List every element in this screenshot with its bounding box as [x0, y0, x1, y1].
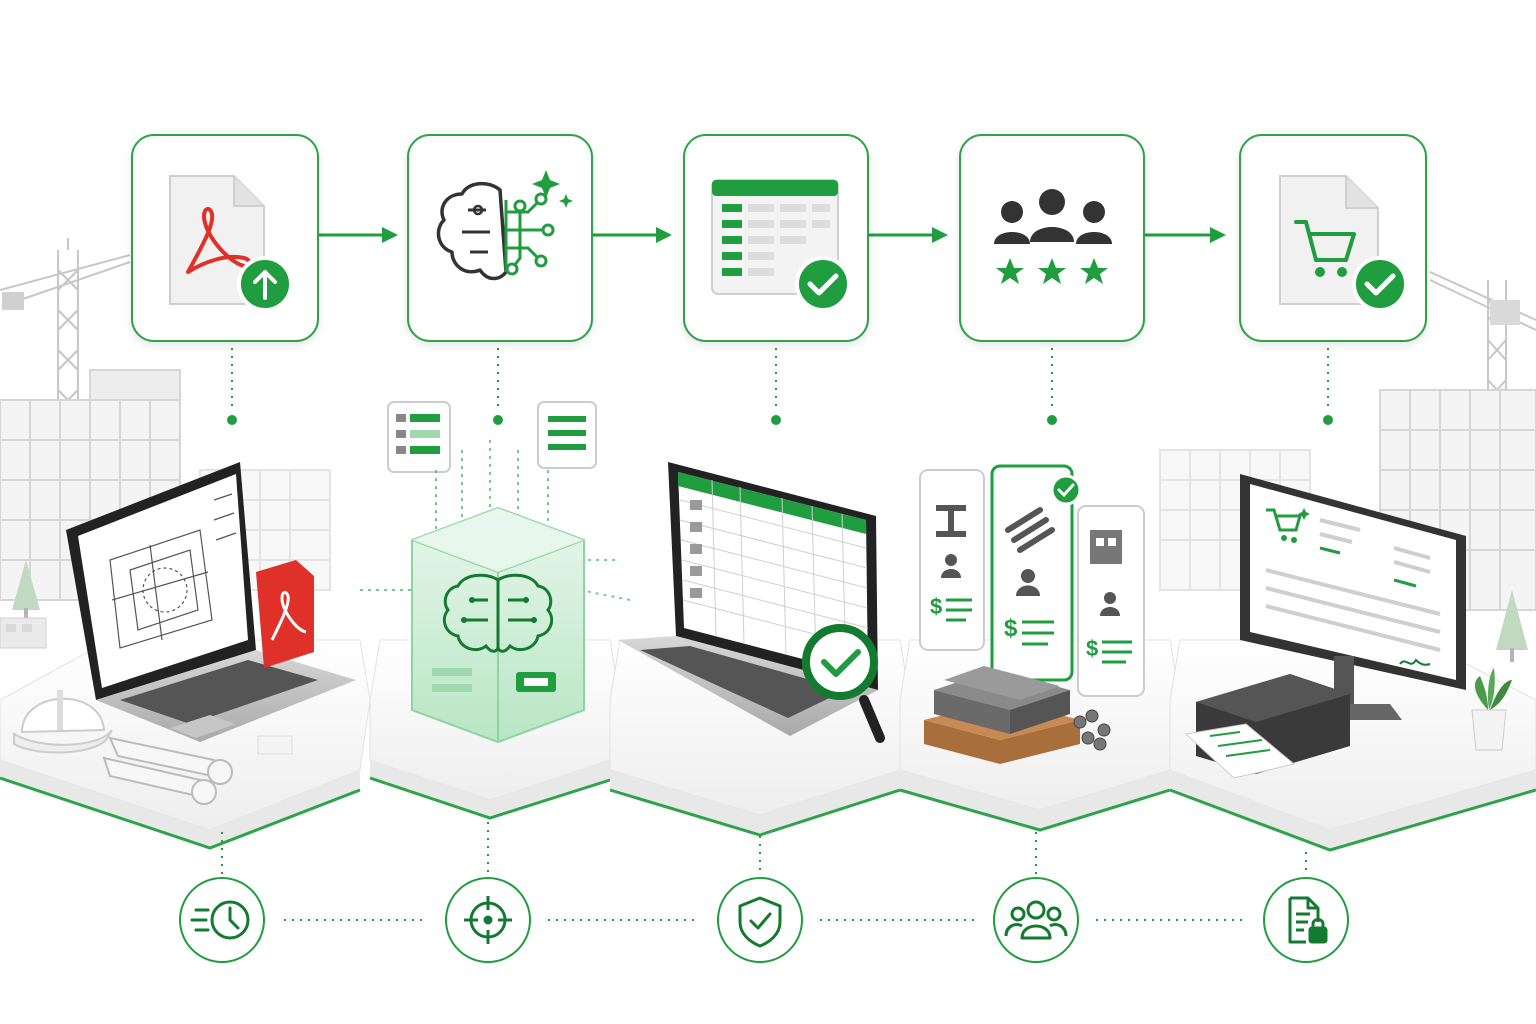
- svg-text:$: $: [930, 594, 942, 619]
- svg-text:$: $: [1004, 615, 1018, 642]
- ai-brain-circuit-icon: [436, 170, 573, 281]
- blueprint-drawing: [109, 493, 237, 649]
- scene-laptop-blueprint: [13, 462, 356, 805]
- arrow-4-to-5: [1144, 227, 1226, 243]
- team-rating-icon: [994, 189, 1112, 284]
- spreadsheet-check-icon: [711, 179, 851, 312]
- svg-text:$: $: [1086, 636, 1098, 661]
- document-lock-icon: [1288, 896, 1328, 944]
- benefit-collaboration: [993, 877, 1079, 963]
- floating-data-card-right: [537, 401, 597, 469]
- monitor: [1240, 474, 1466, 720]
- quote-card-right: $: [1077, 505, 1145, 697]
- step-card-2: [407, 134, 593, 342]
- material-table-rows: [679, 479, 869, 671]
- benefit-secure-document: [1263, 877, 1349, 963]
- steel-beams-pallet: [924, 666, 1111, 764]
- arrow-1-to-2: [318, 227, 398, 243]
- pdf-badge: [256, 560, 314, 668]
- benefit-fast-clock: [179, 877, 265, 963]
- purchase-order-cart-check-icon: [1279, 175, 1408, 312]
- pdf-upload-icon: [169, 175, 293, 312]
- target-crosshair-icon: [464, 896, 512, 944]
- sticky-note: [257, 735, 293, 755]
- quote-card-left: $: [919, 469, 985, 651]
- people-group-icon: [1004, 900, 1068, 940]
- quote-card-center-selected: $: [990, 464, 1082, 682]
- fast-clock-icon: [190, 900, 250, 940]
- site-trailer: [0, 617, 47, 649]
- scene-monitor-printer: [1184, 474, 1512, 779]
- scene-laptop-material-table: [618, 462, 885, 743]
- cube-brain-icon: [442, 573, 554, 653]
- tree-right: [1496, 590, 1528, 662]
- rolled-plans: [102, 736, 233, 805]
- potted-plant: [1471, 668, 1512, 751]
- scene-supplier-quotes: $ $ $: [919, 464, 1145, 764]
- arrow-2-to-3: [592, 227, 672, 243]
- hardhat: [13, 690, 113, 754]
- printer: [1184, 674, 1350, 779]
- magnifier-check: [802, 624, 885, 743]
- top-arrow-connectors: [318, 227, 1226, 243]
- benefit-accuracy-target: [445, 877, 531, 963]
- scene-to-benefit-connectors: [221, 822, 1307, 876]
- shield-check-icon: [738, 896, 782, 948]
- benefit-secure-shield: [717, 877, 803, 963]
- scene-ai-cube: [360, 401, 631, 744]
- arrow-3-to-4: [868, 227, 948, 243]
- tree-left: [12, 560, 40, 622]
- card-to-scene-connectors: [227, 340, 1333, 425]
- floating-data-card-left: [387, 401, 451, 473]
